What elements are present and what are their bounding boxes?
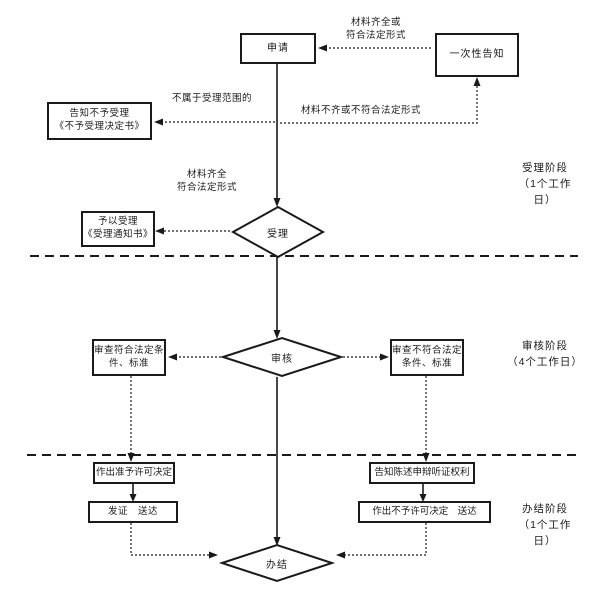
label-materials-complete-or-line1: 材料齐全或 xyxy=(350,17,401,28)
arrowhead-down xyxy=(273,537,281,546)
arrowhead-down xyxy=(273,330,281,339)
arrowhead-left xyxy=(168,353,177,361)
edge-review-to-fail xyxy=(343,353,389,361)
edge-fail-to-hearingrights xyxy=(422,376,430,462)
node-reject-notice-line2: 《不予受理决定书》 xyxy=(54,121,145,132)
edge-grantdecision-to-issuedeliver xyxy=(129,484,137,502)
diamond-finish xyxy=(218,543,336,583)
node-review-fail: 审查不符合法定 条件、标准 xyxy=(390,339,464,376)
edge-denydecision-to-finish xyxy=(336,523,427,559)
stage-label-review: 审核阶段 （4个工作日） xyxy=(492,339,598,371)
arrowhead-down xyxy=(419,494,427,502)
diamond-review xyxy=(219,336,345,378)
node-issue-deliver-label: 发证 送达 xyxy=(107,505,158,517)
node-one-time-notice: 一次性告知 xyxy=(435,33,519,77)
node-issue-deliver: 发证 送达 xyxy=(88,501,178,523)
arrowhead-left xyxy=(154,118,163,126)
label-materials-complete-line2: 符合法定形式 xyxy=(176,182,237,194)
diamond-review-label: 审核 xyxy=(271,354,293,365)
stage-acceptance-line2: （1个工作 xyxy=(518,177,572,190)
stage-completion-line1: 办结阶段 xyxy=(522,503,568,515)
edge-accept-to-acceptnotice xyxy=(155,227,230,235)
node-grant-decision-label: 作出准予许可决定 xyxy=(95,466,172,478)
node-accept-notice-line1: 予以受理 xyxy=(97,216,138,228)
node-accept-notice: 予以受理 《受理通知书》 xyxy=(81,211,155,247)
arrowhead-down xyxy=(422,453,430,462)
stage-completion-line3: 日） xyxy=(533,534,557,547)
node-apply: 申请 xyxy=(240,33,316,64)
node-review-pass: 审查符合法定条 件、标准 xyxy=(92,339,166,376)
diamond-accept xyxy=(230,205,326,259)
stage-review-line1: 审核阶段 xyxy=(522,340,568,352)
arrowhead-left xyxy=(336,551,345,559)
edge-hearingrights-to-denydecision xyxy=(419,484,427,502)
node-reject-notice-line1: 告知不予受理 xyxy=(69,108,130,120)
edge-mainline-to-rejectnotice xyxy=(154,118,275,126)
arrowhead-up xyxy=(473,77,481,86)
stage-acceptance-line3: 日） xyxy=(533,193,557,206)
node-accept-notice-line2: 《受理通知书》 xyxy=(83,229,154,240)
node-reject-notice: 告知不予受理 《不予受理决定书》 xyxy=(47,102,152,140)
node-apply-label: 申请 xyxy=(267,42,289,54)
node-one-time-notice-label: 一次性告知 xyxy=(449,49,505,61)
label-materials-complete-line1: 材料齐全 xyxy=(186,169,227,180)
label-out-of-scope: 不属于受理范围的 xyxy=(172,93,253,104)
node-hearing-rights: 告知陈述申辩听证权利 xyxy=(369,462,475,484)
node-review-fail-line2: 条件、标准 xyxy=(401,357,452,369)
arrowhead-down xyxy=(273,198,281,207)
stage-label-acceptance: 受理阶段 （1个工作 日） xyxy=(500,161,590,208)
node-grant-decision: 作出准予许可决定 xyxy=(93,462,175,484)
edge-onetimenotice-to-apply xyxy=(318,44,431,52)
edge-mainline-to-onetimenotice xyxy=(280,77,481,124)
label-materials-incomplete: 材料不齐或不符合法定形式 xyxy=(301,105,422,116)
node-review-pass-line2: 件、标准 xyxy=(108,357,149,369)
stage-review-line2: （4个工作日） xyxy=(507,355,583,368)
edge-review-to-pass xyxy=(168,353,221,361)
node-hearing-rights-label: 告知陈述申辩听证权利 xyxy=(374,466,470,478)
label-materials-complete: 材料齐全 符合法定形式 xyxy=(163,168,251,195)
diamond-accept-label: 受理 xyxy=(267,229,289,240)
edge-issuedeliver-to-finish xyxy=(130,523,218,559)
arrowhead-down xyxy=(127,453,135,462)
stage-label-completion: 办结阶段 （1个工作 日） xyxy=(500,502,590,549)
edge-pass-to-grantdecision xyxy=(127,376,135,462)
arrowhead-left xyxy=(318,44,327,52)
arrowhead-right xyxy=(380,353,389,361)
label-materials-complete-or: 材料齐全或 符合法定形式 xyxy=(329,16,423,43)
node-review-pass-line1: 审查符合法定条 xyxy=(94,344,165,356)
node-deny-decision-label: 作出不予许可决定 送达 xyxy=(372,505,477,517)
stage-completion-line2: （1个工作 xyxy=(518,518,572,531)
arrowhead-down xyxy=(129,494,137,502)
arrowhead-left xyxy=(155,227,164,235)
stage-acceptance-line1: 受理阶段 xyxy=(522,162,568,174)
diamond-finish-label: 办结 xyxy=(266,560,288,571)
node-deny-decision: 作出不予许可决定 送达 xyxy=(358,501,491,523)
node-review-fail-line1: 审查不符合法定 xyxy=(392,344,463,356)
label-materials-complete-or-line2: 符合法定形式 xyxy=(345,30,406,42)
arrowhead-right xyxy=(209,551,218,559)
